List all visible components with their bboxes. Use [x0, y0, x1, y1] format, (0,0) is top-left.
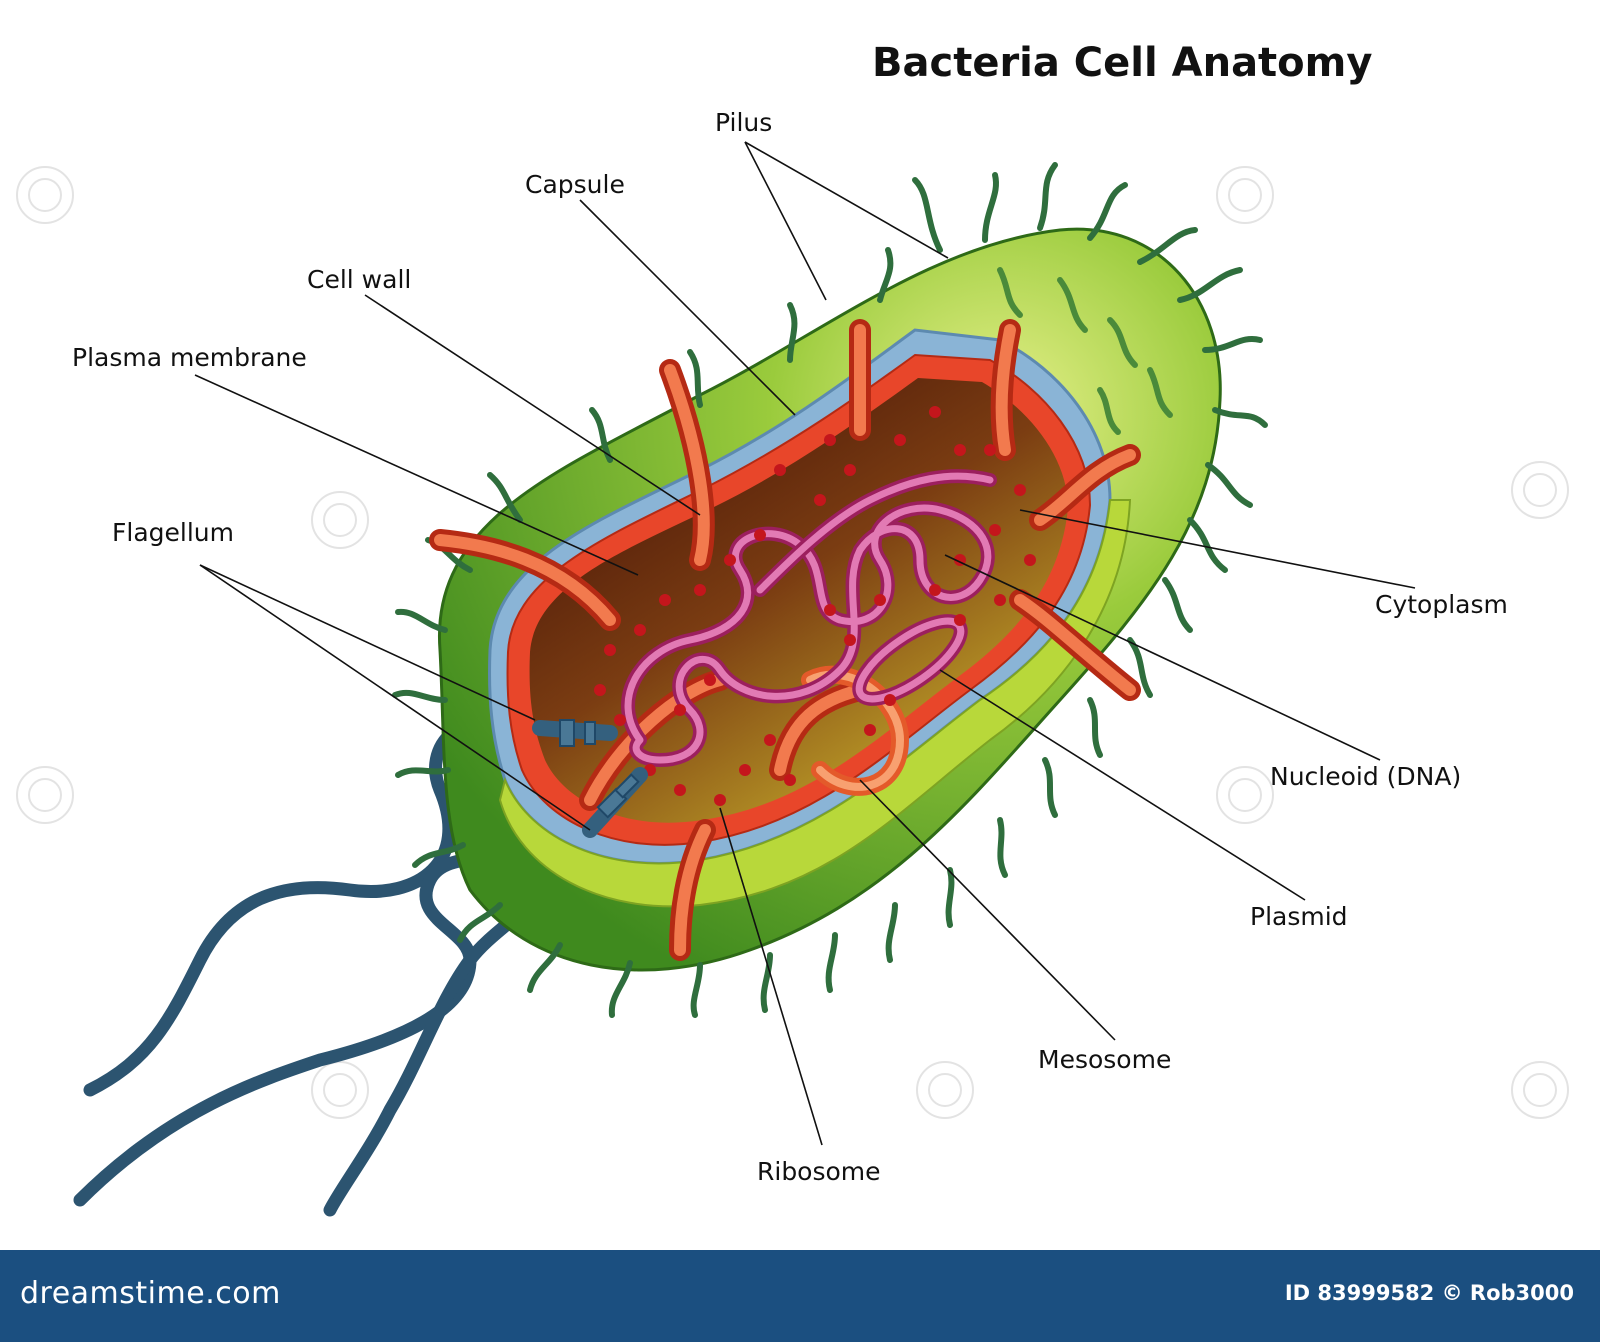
diagram-stage: Bacteria Cell Anatomy Pilus Capsule Cell… — [16, 40, 1569, 1217]
label-cell-wall: Cell wall — [307, 265, 412, 294]
label-ribosome: Ribosome — [757, 1157, 881, 1186]
label-mesosome: Mesosome — [1038, 1045, 1172, 1074]
bacteria-illustration — [16, 141, 1569, 1217]
label-plasma-membrane: Plasma membrane — [72, 343, 307, 372]
label-cytoplasm: Cytoplasm — [1375, 590, 1508, 619]
leader-lines — [194, 141, 1416, 1146]
ribosomes — [594, 406, 1036, 806]
label-flagellum: Flagellum — [112, 518, 234, 547]
footer-logo[interactable]: dreamstime.com — [20, 1276, 281, 1311]
pili — [392, 162, 1268, 1018]
watermark-pattern — [16, 166, 1569, 1119]
mesosome-folds — [429, 319, 1141, 961]
label-plasmid: Plasmid — [1250, 902, 1348, 931]
label-capsule: Capsule — [525, 170, 625, 199]
label-nucleoid: Nucleoid (DNA) — [1270, 762, 1462, 791]
flagellum-motors — [532, 719, 648, 838]
capsule-section — [498, 499, 1132, 908]
label-pilus: Pilus — [715, 108, 773, 137]
diagram-title: Bacteria Cell Anatomy — [872, 40, 1373, 86]
footer-bar: dreamstime.com ID 83999582 © Rob3000 — [0, 1250, 1600, 1342]
footer-image-id: ID 83999582 © Rob3000 — [1284, 1281, 1574, 1305]
